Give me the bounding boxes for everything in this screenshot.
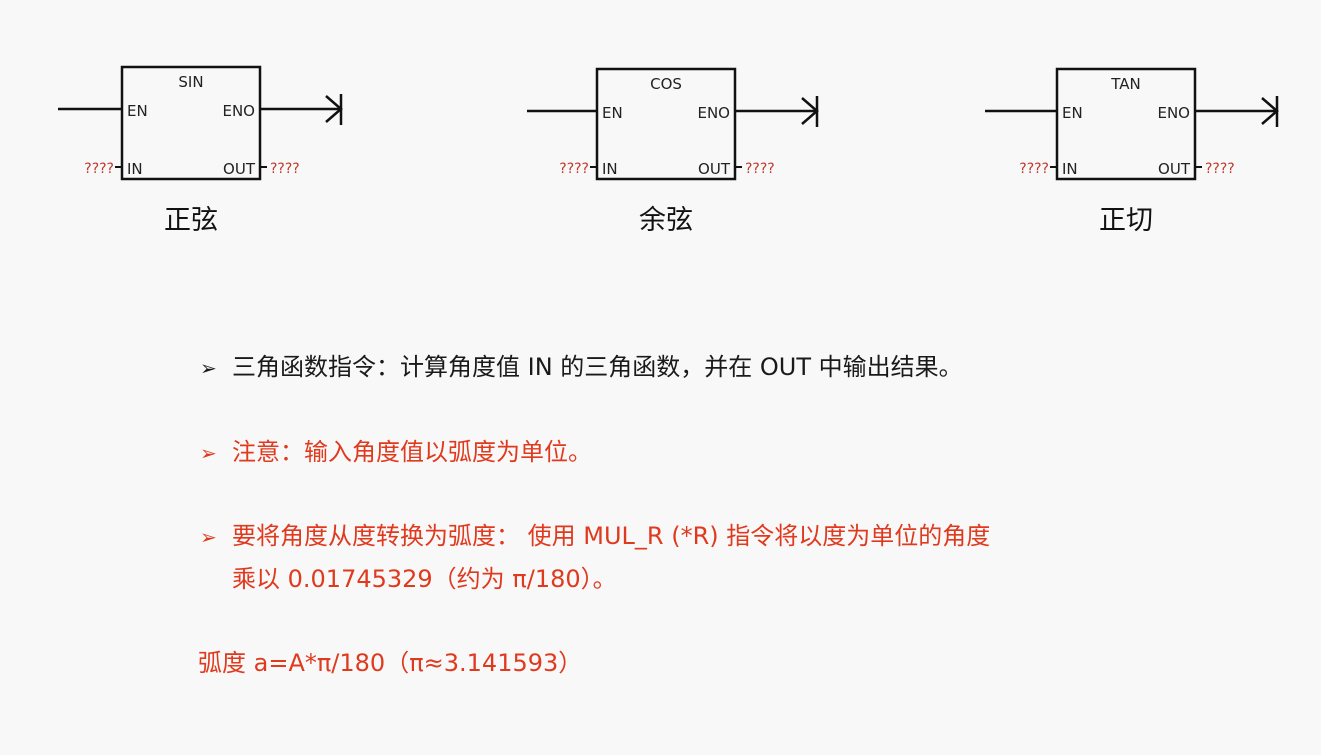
tan-box	[1055, 67, 1197, 181]
note-degree-conversion-line2: 乘以 0.01745329（约为 π/180）。	[232, 565, 617, 593]
tan-en-label: EN	[1062, 104, 1083, 122]
sin-eno-label: ENO	[222, 102, 255, 120]
sin-box	[120, 65, 262, 181]
cos-out-value: ????	[745, 161, 775, 177]
cos-function-block: COS EN ENO IN OUT ???? ???? 余弦	[527, 0, 870, 250]
sin-in-value: ????	[84, 161, 114, 177]
sin-function-block: SIN EN ENO IN OUT ???? ???? 正弦	[55, 0, 395, 250]
note-radian-unit-text: 注意：输入角度值以弧度为单位。	[232, 438, 592, 466]
note-degree-conversion-line1: 要将角度从度转换为弧度： 使用 MUL_R (*R) 指令将以度为单位的角度	[232, 522, 991, 550]
cos-out-label: OUT	[698, 160, 731, 178]
note-trig-instruction-text: 三角函数指令：计算角度值 IN 的三角函数，并在 OUT 中输出结果。	[232, 353, 963, 381]
note-trig-instruction: ➢ 三角函数指令：计算角度值 IN 的三角函数，并在 OUT 中输出结果。	[200, 347, 963, 388]
sin-out-value: ????	[270, 161, 300, 177]
sin-block-diagram: SIN EN ENO IN OUT ???? ????	[58, 65, 343, 181]
cos-function-label: COS	[650, 75, 682, 93]
sin-caption: 正弦	[164, 205, 218, 236]
radian-formula: 弧度 a=A*π/180（π≈3.141593）	[198, 649, 583, 677]
cos-eno-label: ENO	[697, 104, 730, 122]
tan-out-label: OUT	[1158, 160, 1191, 178]
cos-caption: 余弦	[639, 205, 693, 236]
tan-in-label: IN	[1062, 160, 1078, 178]
tan-caption: 正切	[1099, 205, 1153, 236]
bullet-arrow-icon: ➢	[200, 441, 217, 465]
bullet-arrow-icon: ➢	[200, 525, 217, 549]
note-radian-unit: ➢ 注意：输入角度值以弧度为单位。	[200, 432, 592, 473]
cos-box	[595, 67, 737, 181]
tan-block-diagram: TAN EN ENO IN OUT ???? ????	[985, 67, 1279, 181]
cos-en-label: EN	[602, 104, 623, 122]
tan-function-label: TAN	[1110, 75, 1140, 93]
tan-eno-label: ENO	[1157, 104, 1190, 122]
bullet-arrow-icon: ➢	[200, 356, 217, 380]
tan-function-block: TAN EN ENO IN OUT ???? ???? 正切	[985, 0, 1321, 250]
sin-out-label: OUT	[223, 160, 256, 178]
tan-in-value: ????	[1019, 161, 1049, 177]
cos-block-diagram: COS EN ENO IN OUT ???? ????	[527, 67, 819, 181]
sin-en-label: EN	[127, 102, 148, 120]
cos-in-value: ????	[559, 161, 589, 177]
tan-out-value: ????	[1205, 161, 1235, 177]
sin-in-label: IN	[127, 160, 143, 178]
sin-function-label: SIN	[178, 73, 203, 91]
cos-in-label: IN	[602, 160, 618, 178]
note-degree-conversion: ➢ 要将角度从度转换为弧度： 使用 MUL_R (*R) 指令将以度为单位的角度	[200, 516, 990, 557]
